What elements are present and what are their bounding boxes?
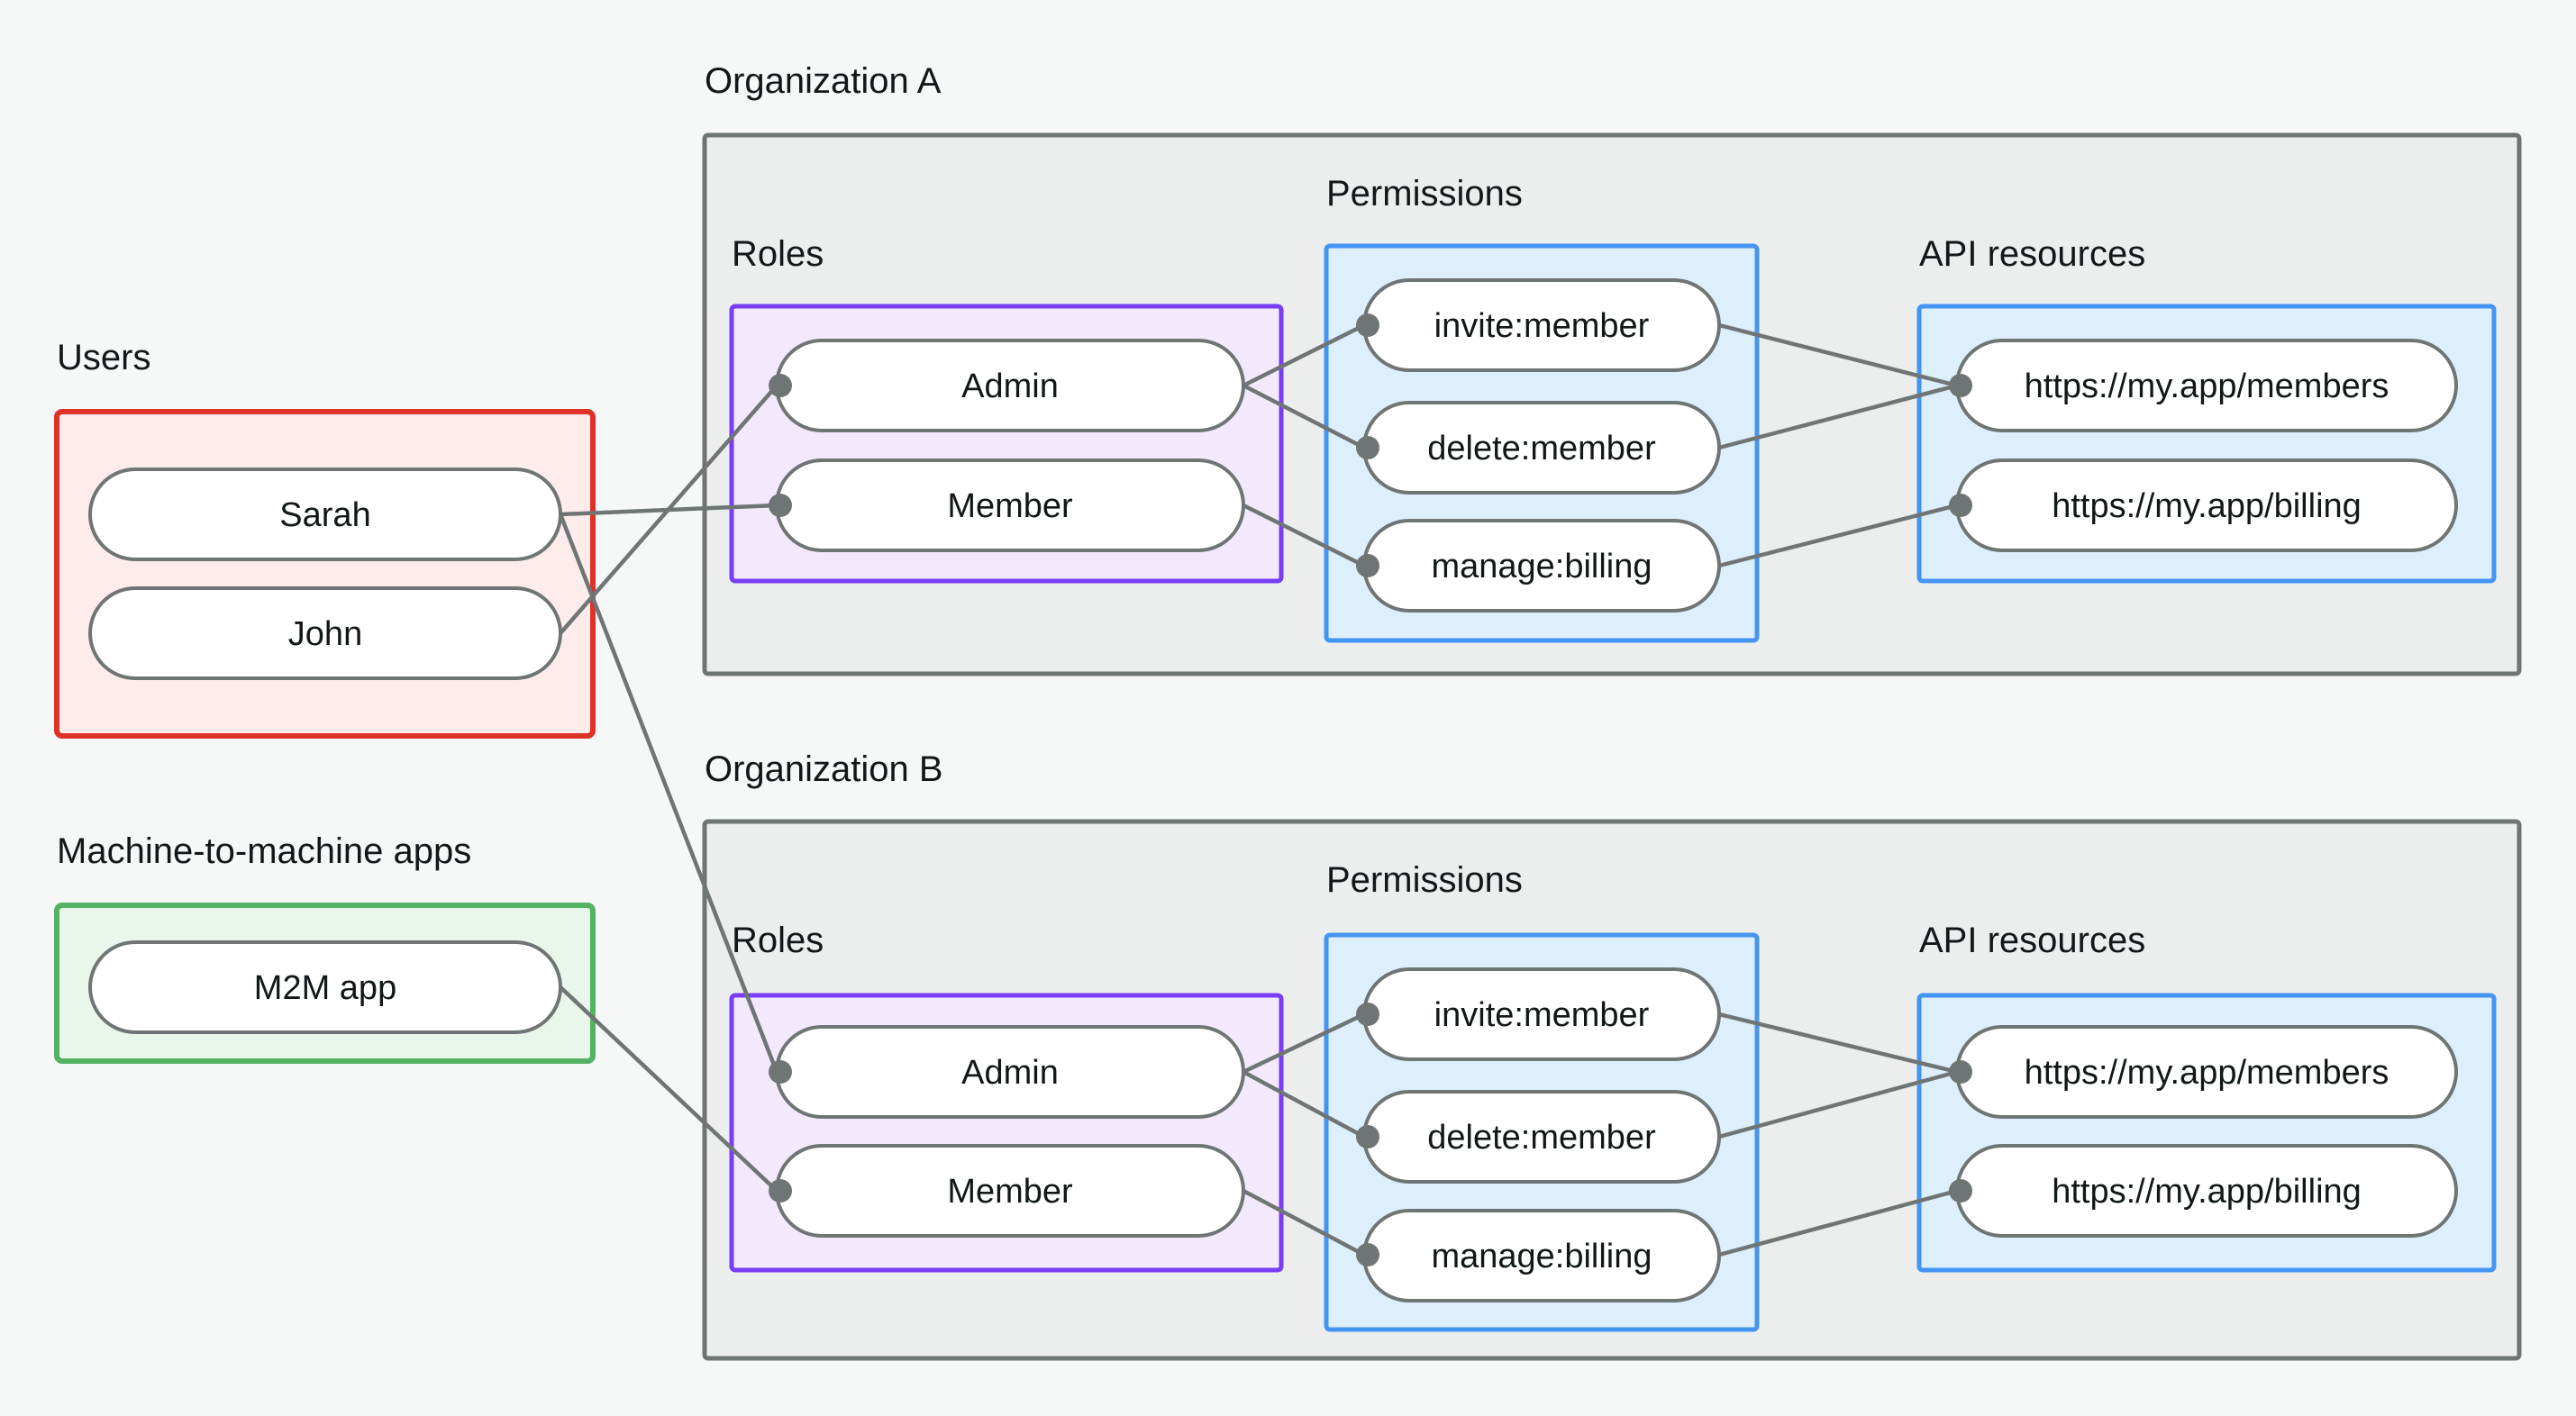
edge-orgB-invite-members: [1718, 1012, 1958, 1075]
dot-org-b-admin-in: [769, 1060, 792, 1084]
org-b-api-members-label: https://my.app/members: [2025, 1054, 2389, 1092]
org-b-permission-invite-member[interactable]: invite:member: [1362, 967, 1721, 1061]
org-b-role-admin-label: Admin: [961, 1054, 1059, 1092]
dot-org-a-members-in: [1949, 374, 1972, 397]
user-node-sarah-label: Sarah: [279, 496, 370, 534]
org-b-role-member-label: Member: [947, 1173, 1073, 1211]
organization-a-title: Organization A: [705, 61, 942, 101]
dot-org-b-manage-in: [1356, 1243, 1379, 1266]
dot-org-b-billing-in: [1949, 1179, 1972, 1203]
organization-b-title: Organization B: [705, 749, 943, 789]
edge-orgA-delete-members: [1718, 383, 1958, 450]
connector-dots-layer: [769, 313, 1972, 1266]
org-a-roles-title: Roles: [732, 234, 824, 274]
org-b-role-member[interactable]: Member: [775, 1144, 1245, 1238]
org-b-api-billing-label: https://my.app/billing: [2052, 1173, 2362, 1211]
org-a-api-title: API resources: [1919, 234, 2145, 274]
org-b-permission-delete-member[interactable]: delete:member: [1362, 1090, 1721, 1184]
org-b-permission-invite-member-label: invite:member: [1434, 996, 1650, 1034]
user-node-john-label: John: [288, 615, 362, 653]
m2m-node-app-label: M2M app: [254, 969, 396, 1007]
dot-org-a-manage-in: [1356, 554, 1379, 577]
org-b-api-billing[interactable]: https://my.app/billing: [1955, 1144, 2458, 1238]
edge-orgA-manage-billing: [1718, 503, 1958, 568]
org-a-api-billing[interactable]: https://my.app/billing: [1955, 458, 2458, 552]
edge-orgA-admin-delete: [1242, 383, 1366, 450]
edge-orgA-invite-members: [1718, 322, 1958, 388]
org-a-permission-delete-member[interactable]: delete:member: [1362, 401, 1721, 495]
org-a-role-admin[interactable]: Admin: [775, 339, 1245, 432]
edge-john-orgA-admin: [559, 384, 778, 635]
org-a-role-member-label: Member: [947, 487, 1073, 525]
edge-sarah-orgB-admin: [558, 513, 779, 1073]
edge-orgA-admin-invite: [1242, 322, 1366, 388]
edge-orgB-admin-delete: [1242, 1070, 1366, 1139]
dot-org-a-member-in: [769, 494, 792, 517]
org-a-permission-manage-billing-label: manage:billing: [1431, 548, 1652, 585]
org-a-role-admin-label: Admin: [961, 368, 1059, 405]
org-b-permission-manage-billing-label: manage:billing: [1431, 1238, 1652, 1275]
edge-orgB-member-manage: [1242, 1189, 1366, 1257]
org-a-permission-delete-member-label: delete:member: [1427, 430, 1656, 467]
user-node-john[interactable]: John: [88, 586, 562, 680]
dot-org-b-members-in: [1949, 1060, 1972, 1084]
edge-orgB-manage-billing: [1718, 1188, 1958, 1257]
edge-m2m-orgB-member: [559, 985, 778, 1193]
dot-org-a-billing-in: [1949, 494, 1972, 517]
dot-org-b-delete-in: [1356, 1125, 1379, 1148]
users-panel: [54, 409, 596, 739]
edge-orgB-admin-invite: [1242, 1012, 1365, 1075]
org-b-api-title: API resources: [1919, 921, 2145, 960]
user-node-sarah-shape[interactable]: [88, 467, 562, 561]
org-a-api-billing-label: https://my.app/billing: [2052, 487, 2362, 525]
dot-org-b-member-in: [769, 1179, 792, 1203]
m2m-node-app[interactable]: M2M app: [88, 940, 562, 1034]
users-group-title: Users: [57, 338, 150, 377]
org-b-permission-delete-member-label: delete:member: [1427, 1119, 1656, 1157]
dot-org-b-invite-in: [1356, 1003, 1379, 1026]
dot-org-a-invite-in: [1356, 313, 1379, 337]
edges-layer: [558, 322, 1958, 1257]
dot-org-a-delete-in: [1356, 436, 1379, 459]
org-a-role-member[interactable]: Member: [775, 458, 1245, 552]
org-a-permission-invite-member-label: invite:member: [1434, 307, 1650, 345]
org-a-api-members[interactable]: https://my.app/members: [1955, 339, 2458, 432]
org-b-roles-title: Roles: [732, 921, 824, 960]
org-a-permission-manage-billing[interactable]: manage:billing: [1362, 519, 1721, 613]
org-b-permission-manage-billing[interactable]: manage:billing: [1362, 1209, 1721, 1303]
org-b-api-members[interactable]: https://my.app/members: [1955, 1025, 2458, 1119]
user-node-sarah[interactable]: Sarah: [88, 467, 562, 561]
org-b-permissions-title: Permissions: [1326, 860, 1523, 900]
edge-orgB-delete-members: [1718, 1069, 1958, 1139]
org-a-permission-invite-member[interactable]: invite:member: [1362, 278, 1721, 372]
m2m-node-app-shape[interactable]: [88, 940, 562, 1034]
edge-orgA-member-manage: [1242, 503, 1366, 568]
org-a-permissions-title: Permissions: [1326, 174, 1523, 213]
dot-org-a-admin-in: [769, 374, 792, 397]
m2m-group-title: Machine-to-machine apps: [57, 831, 471, 871]
org-b-role-admin[interactable]: Admin: [775, 1025, 1245, 1119]
user-node-john-shape[interactable]: [88, 586, 562, 680]
org-a-api-members-label: https://my.app/members: [2025, 368, 2389, 405]
